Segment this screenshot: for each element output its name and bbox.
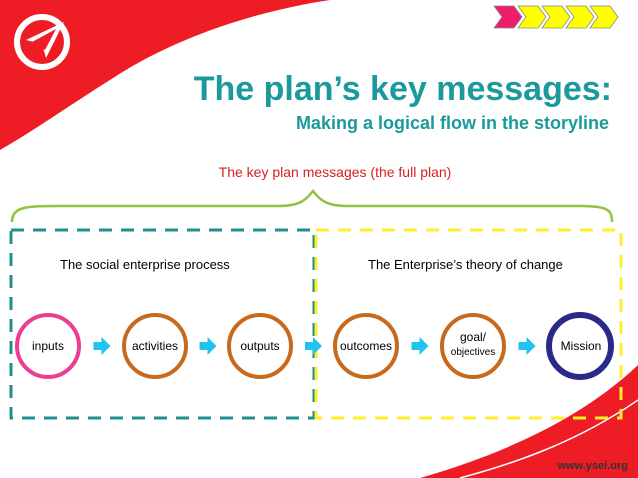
flow-arrow-icon bbox=[305, 337, 322, 355]
top-left-red-swoosh bbox=[0, 0, 330, 150]
full-plan-brace bbox=[10, 188, 614, 223]
node-circle-activities bbox=[122, 313, 188, 379]
flow-arrow-icon bbox=[199, 337, 217, 355]
process-section-label: The social enterprise process bbox=[60, 257, 230, 272]
full-plan-label: The key plan messages (the full plan) bbox=[218, 164, 452, 180]
bottom-right-red-swoosh bbox=[420, 365, 638, 478]
logo-icon bbox=[14, 14, 70, 70]
node-circle-mission bbox=[546, 312, 614, 380]
theory-section-label: The Enterprise’s theory of change bbox=[368, 257, 563, 272]
progress-chevron bbox=[589, 5, 619, 29]
node-label-objectives: objectives bbox=[450, 347, 496, 358]
progress-chevron bbox=[493, 5, 523, 29]
node-circle-outputs bbox=[227, 313, 293, 379]
progress-chevron bbox=[541, 5, 571, 29]
theory-section-border bbox=[314, 228, 623, 420]
node-label-outputs: outputs bbox=[240, 339, 280, 353]
node-label-mission: Mission bbox=[560, 339, 602, 353]
node-circle-goal bbox=[440, 313, 506, 379]
page-subtitle: Making a logical flow in the storyline bbox=[295, 113, 609, 133]
node-label-inputs: inputs bbox=[31, 339, 65, 353]
process-section-border bbox=[9, 228, 316, 420]
flow-arrow-icon bbox=[93, 337, 111, 355]
node-circle-outcomes bbox=[333, 313, 399, 379]
flow-arrow-icon bbox=[411, 337, 429, 355]
progress-chevron bbox=[565, 5, 595, 29]
node-circle-inputs bbox=[15, 313, 81, 379]
footer-url[interactable]: www.ysei.org bbox=[557, 460, 628, 472]
node-label-activities: activities bbox=[131, 339, 178, 353]
node-label-outcomes: outcomes bbox=[339, 339, 393, 353]
progress-indicator bbox=[493, 5, 619, 29]
page-title: The plan’s key messages: bbox=[193, 70, 612, 108]
progress-chevron bbox=[517, 5, 547, 29]
flow-arrow-icon bbox=[518, 337, 536, 355]
node-label-goal: goal/ bbox=[459, 330, 487, 344]
